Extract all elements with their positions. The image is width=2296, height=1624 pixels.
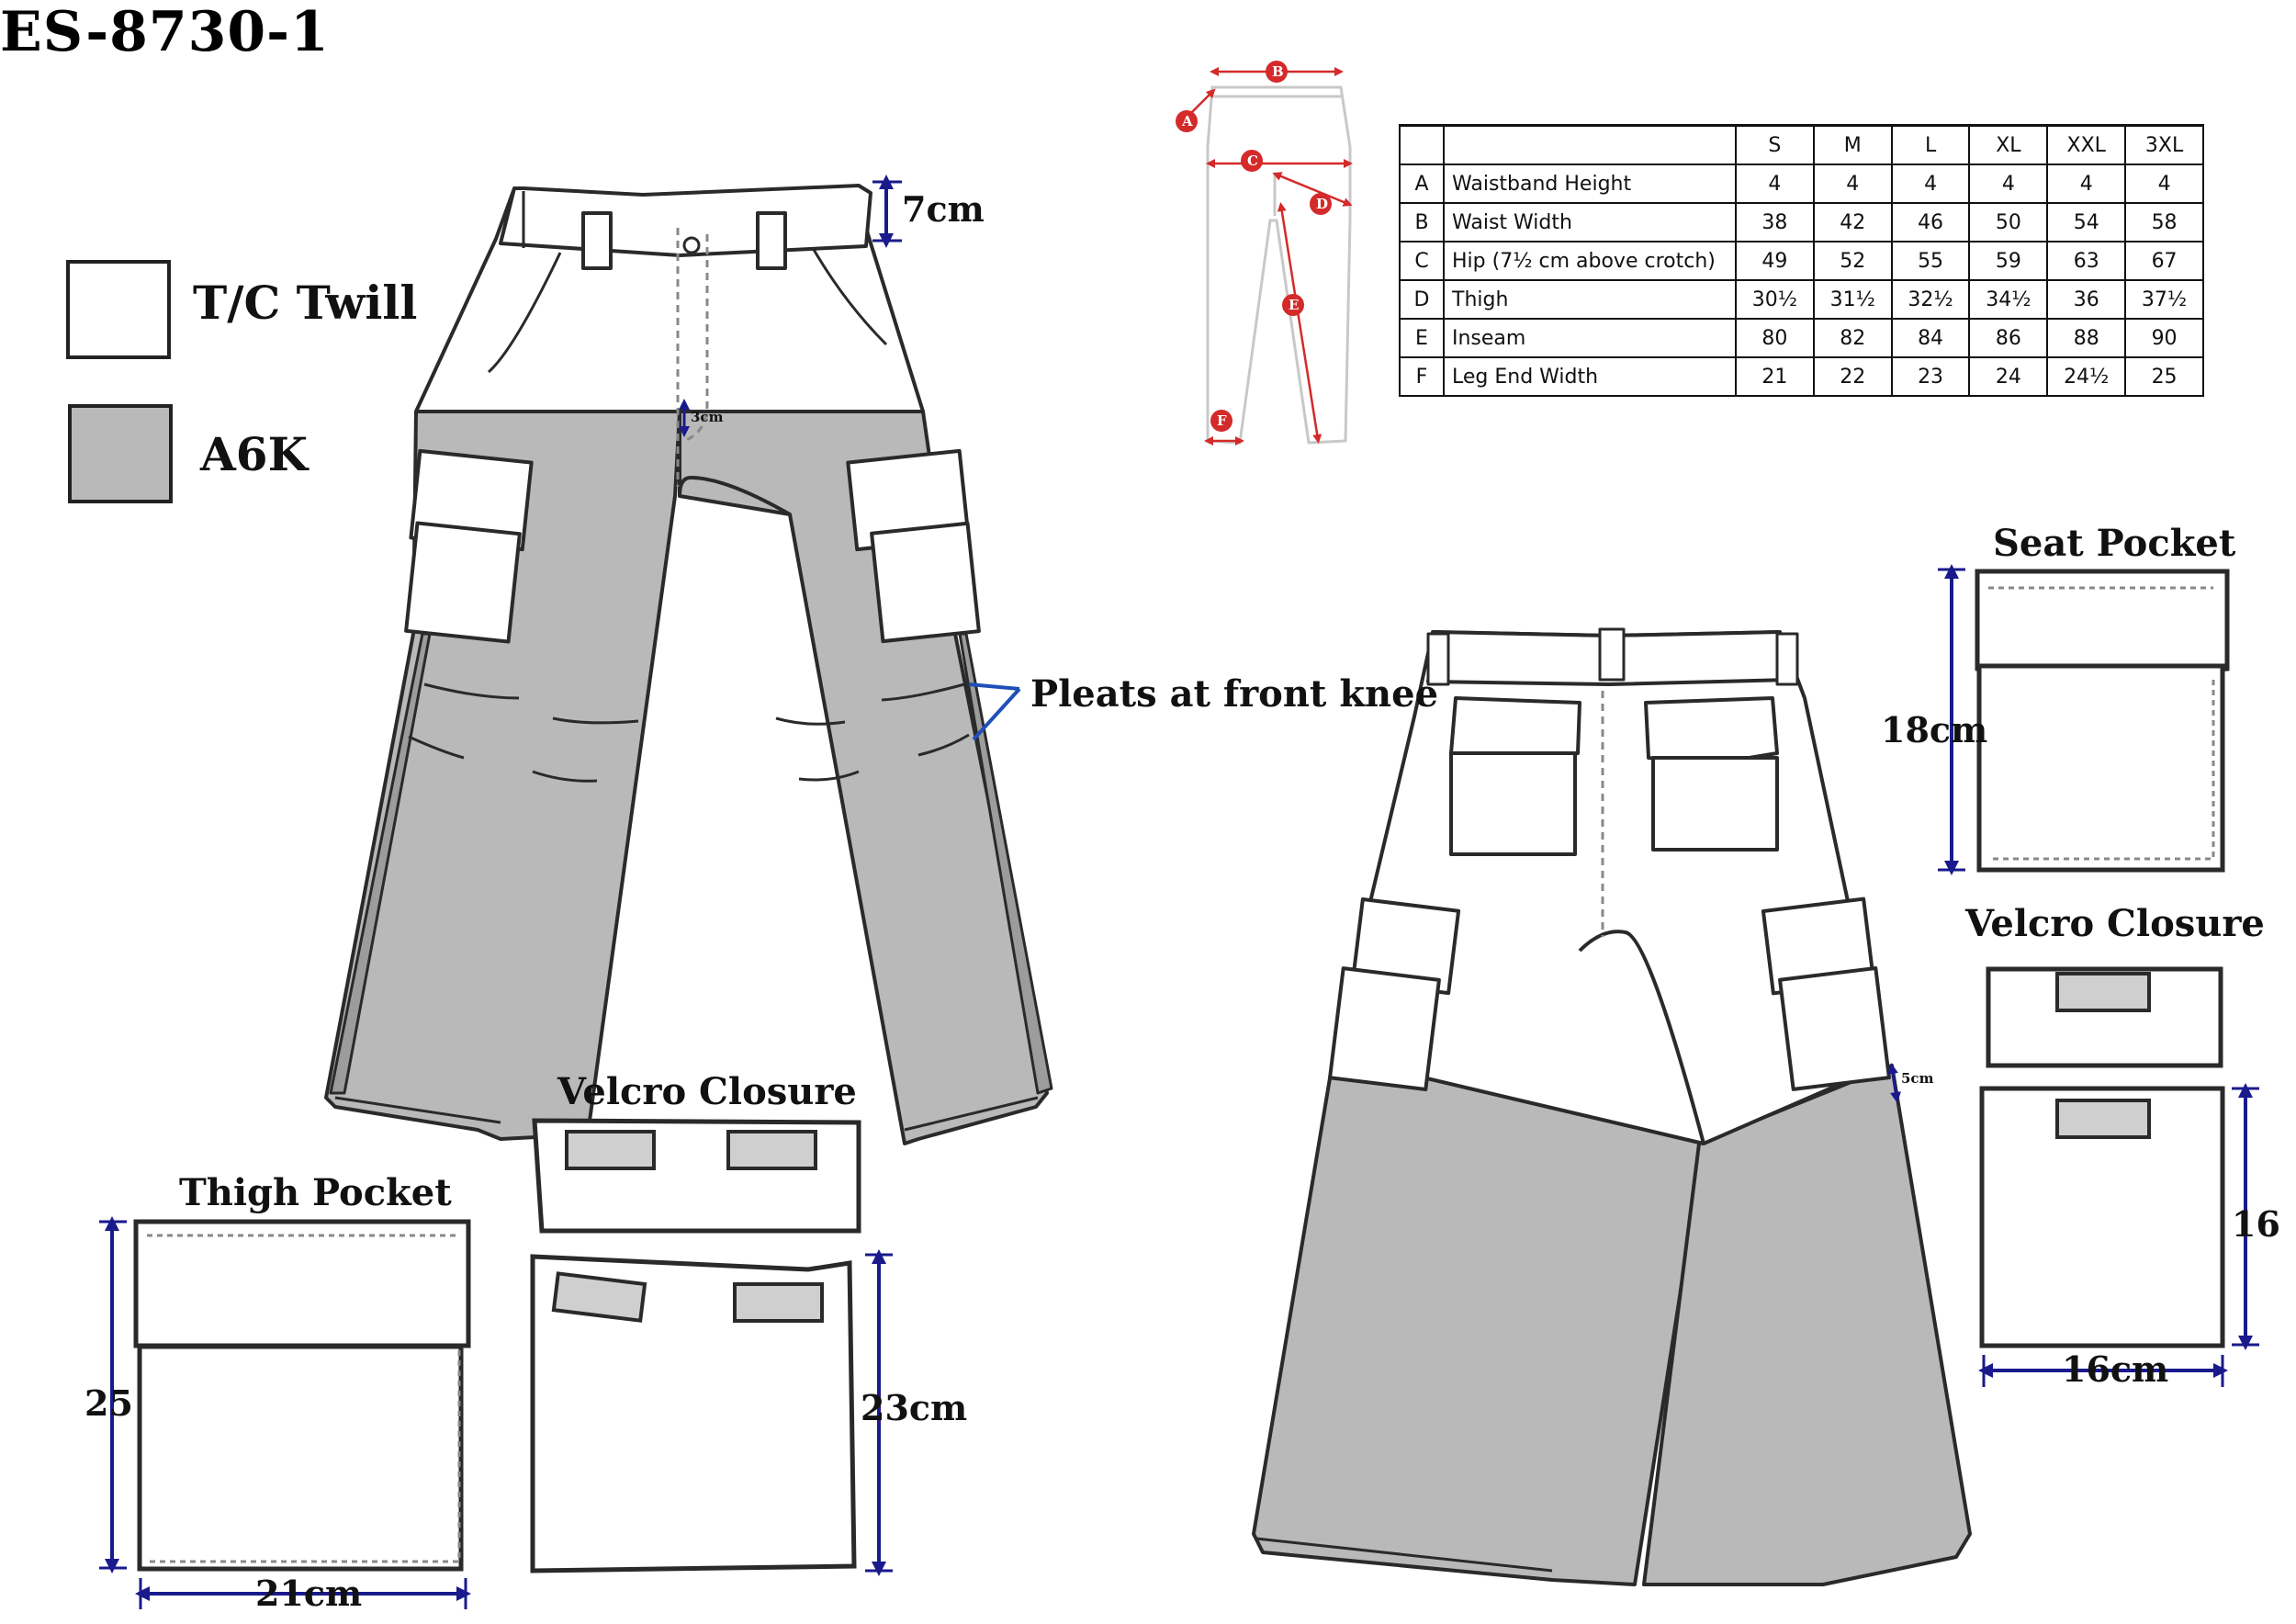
back-velcro-height: 16 — [2232, 1203, 2280, 1245]
seat-pocket-title: Seat Pocket — [1993, 522, 2236, 565]
cell-value: 49 — [1735, 241, 1815, 281]
front-velcro-height: 23cm — [861, 1387, 968, 1428]
cell-value: 4 — [1890, 164, 1971, 204]
header-size: XXL — [2046, 124, 2127, 165]
spec-diagram — [1206, 85, 1352, 445]
cell-value: 32½ — [1890, 279, 1971, 320]
table-row: F Leg End Width 21 22 23 24 24½ 25 — [1399, 356, 2204, 397]
cell-value: 23 — [1890, 356, 1971, 397]
key-f: F — [1217, 412, 1227, 429]
thigh-pocket-width: 21cm — [255, 1573, 363, 1614]
cell-value: 24 — [1968, 356, 2049, 397]
cell-value: 37½ — [2124, 279, 2204, 320]
waistband-height-label: 7cm — [902, 188, 985, 230]
cell-value: 52 — [1812, 241, 1893, 281]
cell-value: 46 — [1890, 202, 1971, 242]
cell-value: 80 — [1735, 318, 1815, 358]
cell-value: 4 — [1968, 164, 2049, 204]
front-velcro-closure — [530, 1118, 861, 1573]
cell-value: 25 — [2124, 356, 2204, 397]
back-velcro-width: 16cm — [2062, 1348, 2169, 1390]
thigh-pocket-height: 25 — [84, 1382, 133, 1424]
table-header-row: S M L XL XXL 3XL — [1399, 124, 2204, 165]
header-size: M — [1812, 124, 1893, 165]
row-measure: Inseam — [1443, 318, 1737, 358]
pleats-callout: Pleats at front knee — [1030, 672, 1439, 716]
cell-value: 84 — [1890, 318, 1971, 358]
row-code: C — [1399, 241, 1445, 281]
header-size: S — [1735, 124, 1815, 165]
cell-value: 4 — [1812, 164, 1893, 204]
back-pants — [1252, 627, 1972, 1586]
legend-swatch-a6k — [68, 404, 173, 503]
cell-value: 4 — [2124, 164, 2204, 204]
header-code — [1399, 124, 1445, 165]
seat-pocket-height: 18cm — [1881, 709, 1988, 750]
key-b: B — [1272, 63, 1284, 80]
row-measure: Thigh — [1443, 279, 1737, 320]
row-code: A — [1399, 164, 1445, 204]
row-code: E — [1399, 318, 1445, 358]
cell-value: 54 — [2046, 202, 2127, 242]
cell-value: 34½ — [1968, 279, 2049, 320]
cell-value: 21 — [1735, 356, 1815, 397]
cell-value: 4 — [1735, 164, 1815, 204]
cell-value: 58 — [2124, 202, 2204, 242]
cell-value: 38 — [1735, 202, 1815, 242]
table-row: B Waist Width 38 42 46 50 54 58 — [1399, 202, 2204, 242]
key-d: D — [1316, 196, 1329, 212]
spec-diagram-keys — [1176, 61, 1332, 432]
cell-value: 67 — [2124, 241, 2204, 281]
cell-value: 50 — [1968, 202, 2049, 242]
row-measure: Waist Width — [1443, 202, 1737, 242]
row-measure: Waistband Height — [1443, 164, 1737, 204]
row-code: D — [1399, 279, 1445, 320]
thigh-pocket — [133, 1219, 471, 1572]
legend-swatch-twill — [66, 260, 171, 359]
cell-value: 4 — [2046, 164, 2127, 204]
cell-value: 63 — [2046, 241, 2127, 281]
cell-value: 90 — [2124, 318, 2204, 358]
table-row: C Hip (7½ cm above crotch) 49 52 55 59 6… — [1399, 241, 2204, 281]
cell-value: 59 — [1968, 241, 2049, 281]
header-size: 3XL — [2124, 124, 2204, 165]
key-e: E — [1289, 297, 1300, 313]
cell-value: 88 — [2046, 318, 2127, 358]
front-pants — [324, 184, 1053, 1145]
cell-value: 55 — [1890, 241, 1971, 281]
back-velcro-title: Velcro Closure — [1965, 902, 2265, 945]
back-left-leg-a6k — [1252, 1054, 1705, 1586]
key-a: A — [1182, 113, 1193, 130]
cell-value: 82 — [1812, 318, 1893, 358]
cell-value: 36 — [2046, 279, 2127, 320]
row-measure: Leg End Width — [1443, 356, 1737, 397]
thigh-pocket-title: Thigh Pocket — [179, 1171, 452, 1214]
table-row: E Inseam 80 82 84 86 88 90 — [1399, 318, 2204, 358]
row-code: B — [1399, 202, 1445, 242]
table-row: D Thigh 30½ 31½ 32½ 34½ 36 37½ — [1399, 279, 2204, 320]
cell-value: 22 — [1812, 356, 1893, 397]
cell-value: 42 — [1812, 202, 1893, 242]
cell-value: 31½ — [1812, 279, 1893, 320]
header-size: XL — [1968, 124, 2049, 165]
size-spec-table: S M L XL XXL 3XL A Waistband Height 4 4 … — [1399, 124, 2204, 397]
cell-value: 30½ — [1735, 279, 1815, 320]
back-gap-label: 5cm — [1901, 1070, 1934, 1087]
fly-gap-label: 3cm — [691, 409, 724, 425]
key-c: C — [1247, 152, 1258, 169]
seat-pocket — [1975, 569, 2230, 873]
front-velcro-title: Velcro Closure — [557, 1070, 857, 1113]
legend-label-twill: T/C Twill — [193, 276, 418, 330]
table-row: A Waistband Height 4 4 4 4 4 4 — [1399, 164, 2204, 204]
row-measure: Hip (7½ cm above crotch) — [1443, 241, 1737, 281]
header-size: L — [1890, 124, 1971, 165]
page-title: ES-8730-1 — [0, 0, 330, 64]
legend-label-a6k: A6K — [200, 427, 309, 481]
cell-value: 24½ — [2046, 356, 2127, 397]
header-measure — [1443, 124, 1737, 165]
row-code: F — [1399, 356, 1445, 397]
back-velcro-closure — [1979, 966, 2225, 1348]
cell-value: 86 — [1968, 318, 2049, 358]
